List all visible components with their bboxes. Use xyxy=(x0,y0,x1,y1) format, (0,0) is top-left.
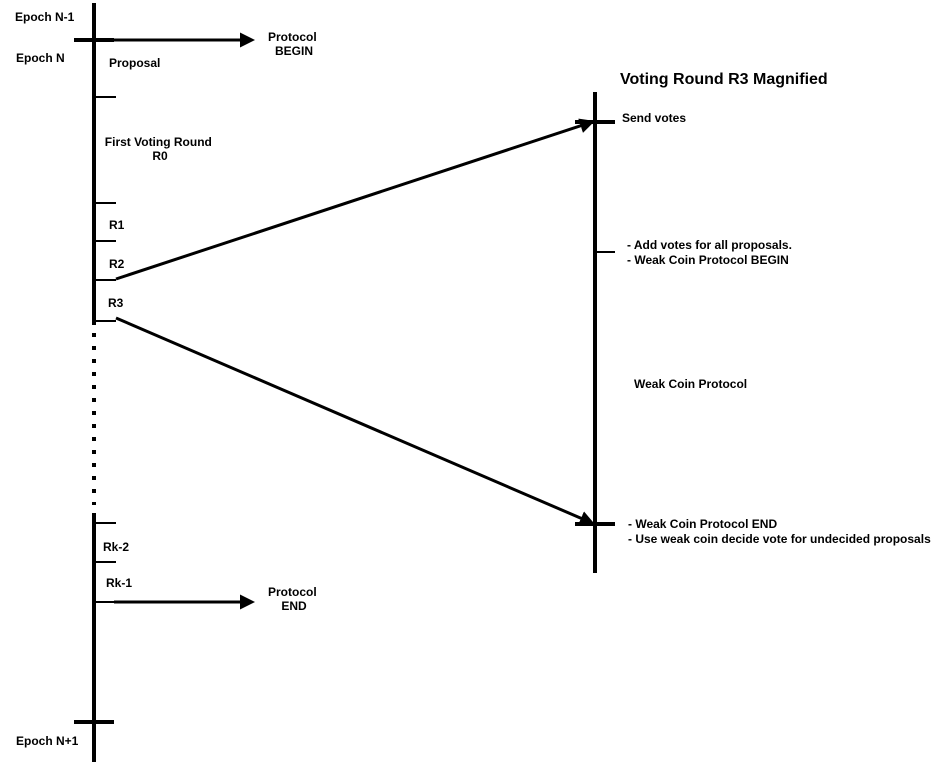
weak-coin-end-label: - Weak Coin Protocol END - Use weak coin… xyxy=(628,517,931,546)
send-votes-label: Send votes xyxy=(622,111,686,125)
first-voting-round-label: First Voting Round R0 xyxy=(105,135,215,163)
add-votes-line2: - Weak Coin Protocol BEGIN xyxy=(627,253,789,267)
protocol-begin-label: Protocol BEGIN xyxy=(268,30,320,58)
protocol-end-line1: Protocol xyxy=(268,585,317,599)
magnified-title: Voting Round R3 Magnified xyxy=(620,71,828,88)
proposal-label: Proposal xyxy=(109,56,160,70)
round-rk2-label: Rk-2 xyxy=(103,540,129,554)
first-voting-round-line1: First Voting Round xyxy=(105,135,212,149)
add-votes-line1: - Add votes for all proposals. xyxy=(627,238,792,252)
magnify-arrow-top xyxy=(115,118,595,281)
protocol-end-label: Protocol END xyxy=(268,585,320,613)
protocol-begin-line1: Protocol xyxy=(268,30,317,44)
magnify-arrow-bottom xyxy=(115,316,595,526)
weak-coin-end-line1: - Weak Coin Protocol END xyxy=(628,517,777,531)
round-r2-label: R2 xyxy=(109,257,125,271)
add-votes-label: - Add votes for all proposals. - Weak Co… xyxy=(627,238,795,267)
epoch-current-label: Epoch N xyxy=(16,51,65,65)
round-rk1-label: Rk-1 xyxy=(106,576,132,590)
weak-coin-end-line2: - Use weak coin decide vote for undecide… xyxy=(628,532,931,546)
protocol-end-line2: END xyxy=(281,599,307,613)
epoch-next-label: Epoch N+1 xyxy=(16,734,79,748)
first-voting-round-line2: R0 xyxy=(152,149,168,163)
round-r3-label: R3 xyxy=(108,296,124,310)
weak-coin-protocol-label: Weak Coin Protocol xyxy=(634,377,747,391)
round-r1-label: R1 xyxy=(109,218,125,232)
protocol-begin-line2: BEGIN xyxy=(275,44,313,58)
epoch-prev-label: Epoch N-1 xyxy=(15,10,75,24)
